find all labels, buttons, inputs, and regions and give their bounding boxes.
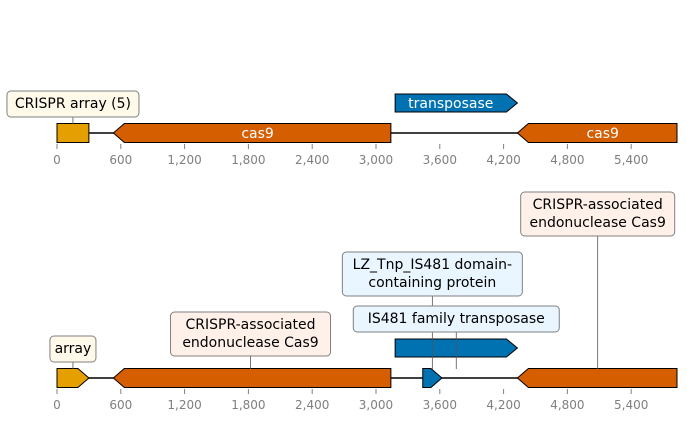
- axis-tick-label: 3,600: [423, 398, 457, 412]
- axis-tick-label: 3,600: [423, 153, 457, 167]
- callout-text-lz-callout: LZ_Tnp_IS481 domain-: [353, 257, 512, 273]
- panel-top: cas9 transposase cas9 CRISPR array (5) 0 600 1…: [6, 90, 678, 167]
- feature-label-cas9-a: cas9: [241, 126, 273, 142]
- callout-box-array-callout: [49, 335, 97, 363]
- axis-tick-label: 600: [109, 398, 132, 412]
- axis-tick-label: 1,200: [167, 398, 201, 412]
- callout-text-cas9-callout-2: endonuclease Cas9: [529, 215, 665, 231]
- axis-tick-label: 5,400: [614, 153, 648, 167]
- axis-tick-label: 1,800: [231, 153, 265, 167]
- axis-tick-label: 5,400: [614, 398, 648, 412]
- axis-tick-label: 0: [53, 153, 61, 167]
- feature-cas9-b: [516, 123, 678, 143]
- axis-tick-label: 2,400: [295, 398, 329, 412]
- callout-box-is481-callout: [352, 305, 560, 333]
- feature-lz-tnp: [422, 368, 443, 388]
- callout-text-is481-callout: IS481 family transposase: [368, 311, 545, 327]
- feature-cas9-a: [112, 368, 392, 388]
- callout-text-crispr-array-callout: CRISPR array (5): [15, 96, 131, 112]
- feature-label-transposase: transposase: [408, 96, 493, 112]
- callout-text-cas9-callout-1: endonuclease Cas9: [182, 335, 318, 351]
- callout-box-lz-callout: [341, 251, 523, 297]
- callout-box-cas9-callout-1: [170, 311, 332, 357]
- feature-label-cas9-b: cas9: [586, 126, 618, 142]
- callout-text-cas9-callout-2: CRISPR-associated: [533, 197, 663, 213]
- axis-tick-label: 3,000: [359, 398, 393, 412]
- axis-tick-label: 0: [53, 398, 61, 412]
- axis-tick-label: 4,800: [550, 153, 584, 167]
- callout-text-array-callout: array: [55, 341, 92, 357]
- axis-tick-label: 2,400: [295, 153, 329, 167]
- callout-text-lz-callout: containing protein: [368, 275, 496, 291]
- axis-tick-label: 1,200: [167, 153, 201, 167]
- axis-tick-label: 4,200: [486, 398, 520, 412]
- axis-tick-label: 600: [109, 153, 132, 167]
- callout-text-cas9-callout-1: CRISPR-associated: [185, 317, 315, 333]
- feature-transposase: [394, 93, 519, 113]
- axis-tick-label: 3,000: [359, 153, 393, 167]
- callout-box-cas9-callout-2: [520, 191, 676, 237]
- feature-crispr-array: [56, 123, 90, 143]
- feature-cas9-b: [516, 368, 678, 388]
- feature-cas9-a: [112, 123, 392, 143]
- axis-tick-label: 1,800: [231, 398, 265, 412]
- axis-tick-label: 4,200: [486, 153, 520, 167]
- axis-tick-label: 4,800: [550, 398, 584, 412]
- callout-box-crispr-array-callout: [6, 90, 140, 118]
- feature-array: [56, 368, 90, 388]
